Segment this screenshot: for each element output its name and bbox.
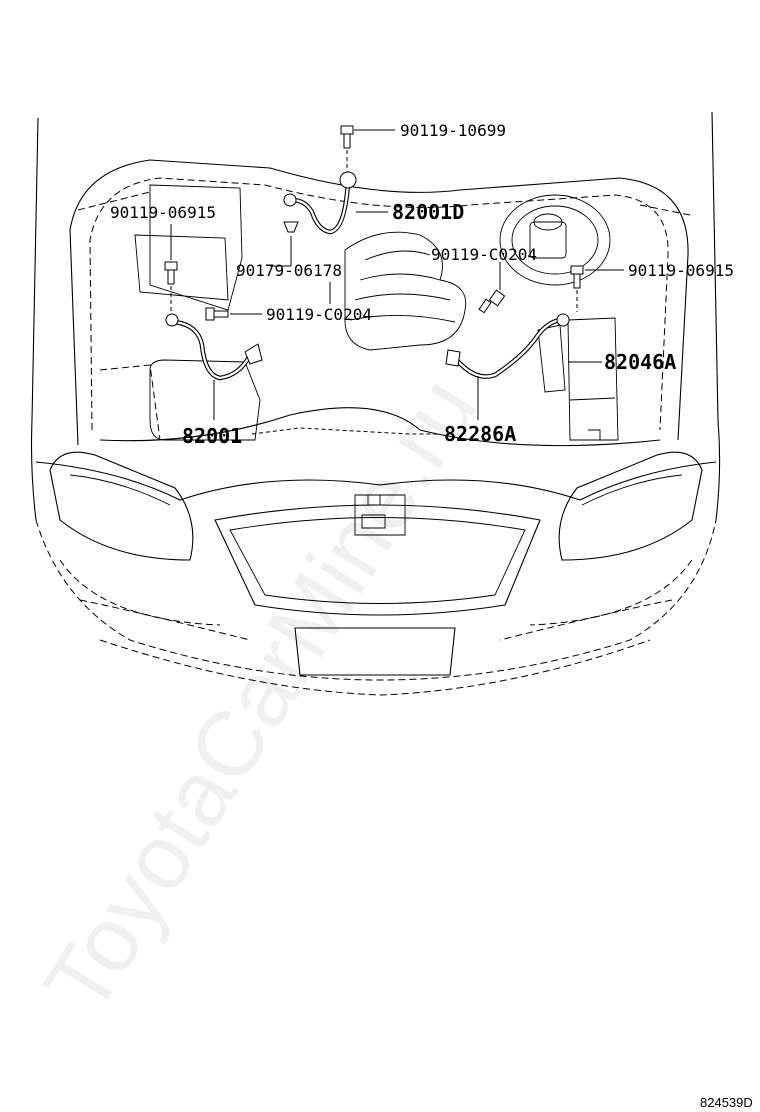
watermark: ToyotaCarMine.ru xyxy=(25,361,496,1031)
ground-cable-82001 xyxy=(165,313,263,381)
label-82001: 82001 xyxy=(182,424,242,448)
label-90119-10699: 90119-10699 xyxy=(400,121,506,140)
label-90119-C0204-left: 90119-C0204 xyxy=(266,305,372,324)
ground-cable-82001D xyxy=(283,171,357,235)
bolt-icon xyxy=(164,261,178,285)
bolt-icon xyxy=(478,289,506,314)
clip-icon xyxy=(283,221,299,233)
bolt-icon xyxy=(205,307,229,321)
ground-cable-82286A xyxy=(445,313,570,379)
bolt-icons xyxy=(164,125,584,321)
leader-lines xyxy=(170,129,624,435)
label-90119-C0204-right: 90119-C0204 xyxy=(431,245,537,264)
bolt-icon xyxy=(570,265,584,289)
label-82046A: 82046A xyxy=(604,350,676,374)
label-90119-06915-right: 90119-06915 xyxy=(628,261,734,280)
label-90179-06178: 90179-06178 xyxy=(236,261,342,280)
label-82286A: 82286A xyxy=(444,422,516,446)
label-82001D: 82001D xyxy=(392,200,464,224)
vehicle-body-outline xyxy=(30,111,721,696)
bolt-icon xyxy=(340,125,354,149)
label-90119-06915-left: 90119-06915 xyxy=(110,203,216,222)
part-labels: 90119-10699 82001D 90119-06915 90179-061… xyxy=(110,121,734,448)
reference-code: 824539D xyxy=(700,1095,753,1110)
engine-bay-components xyxy=(99,184,619,441)
